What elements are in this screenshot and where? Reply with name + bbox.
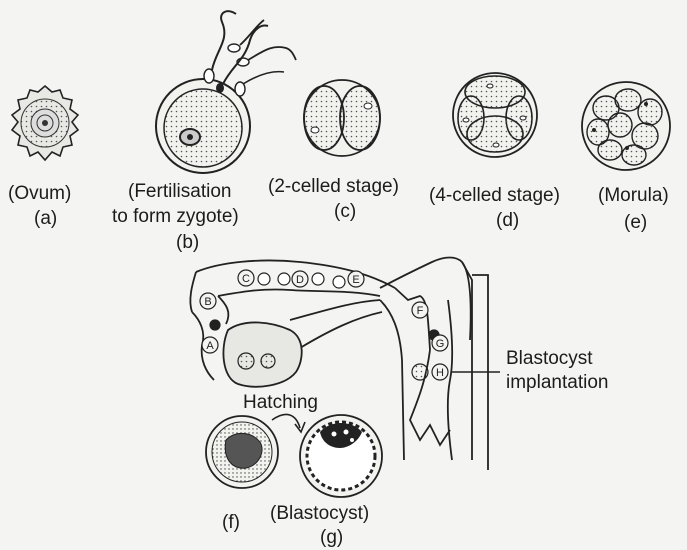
four-cell-letter: (d) <box>496 210 519 232</box>
two-cell-label: (2-celled stage) <box>268 176 399 198</box>
marker-f: F <box>417 305 424 317</box>
four-cell-label: (4-celled stage) <box>429 185 560 207</box>
hatching-label: Hatching <box>243 392 318 414</box>
two-cell-drawing <box>304 80 380 156</box>
blastocyst-label: (Blastocyst) <box>270 503 369 525</box>
zygote-label-line2: to form zygote) <box>112 206 239 228</box>
zygote-letter: (b) <box>176 232 199 254</box>
marker-g: G <box>436 338 445 350</box>
morula-label: (Morula) <box>598 185 669 207</box>
zygote-drawing <box>156 11 296 173</box>
marker-d: D <box>296 274 304 286</box>
four-cell-drawing <box>453 73 537 157</box>
blastocyst-g-letter: (g) <box>320 527 343 549</box>
ovum-label: (Ovum) <box>8 183 71 205</box>
marker-b: B <box>204 296 211 308</box>
blastocyst-f-letter: (f) <box>222 512 240 534</box>
blastocyst-f-drawing <box>206 416 278 488</box>
two-cell-letter: (c) <box>334 201 356 223</box>
morula-drawing <box>582 82 670 170</box>
marker-a: A <box>206 340 214 352</box>
implantation-label-line1: Blastocyst <box>506 348 593 370</box>
morula-letter: (e) <box>624 212 647 234</box>
ovum-drawing <box>12 86 78 160</box>
marker-h: H <box>436 367 444 379</box>
marker-c: C <box>242 273 250 285</box>
blastocyst-g-drawing <box>300 415 382 497</box>
marker-e-text: E <box>352 274 359 286</box>
ovum-letter: (a) <box>34 208 57 230</box>
implantation-label-line2: implantation <box>506 372 608 394</box>
zygote-label-line1: (Fertilisation <box>128 181 231 203</box>
